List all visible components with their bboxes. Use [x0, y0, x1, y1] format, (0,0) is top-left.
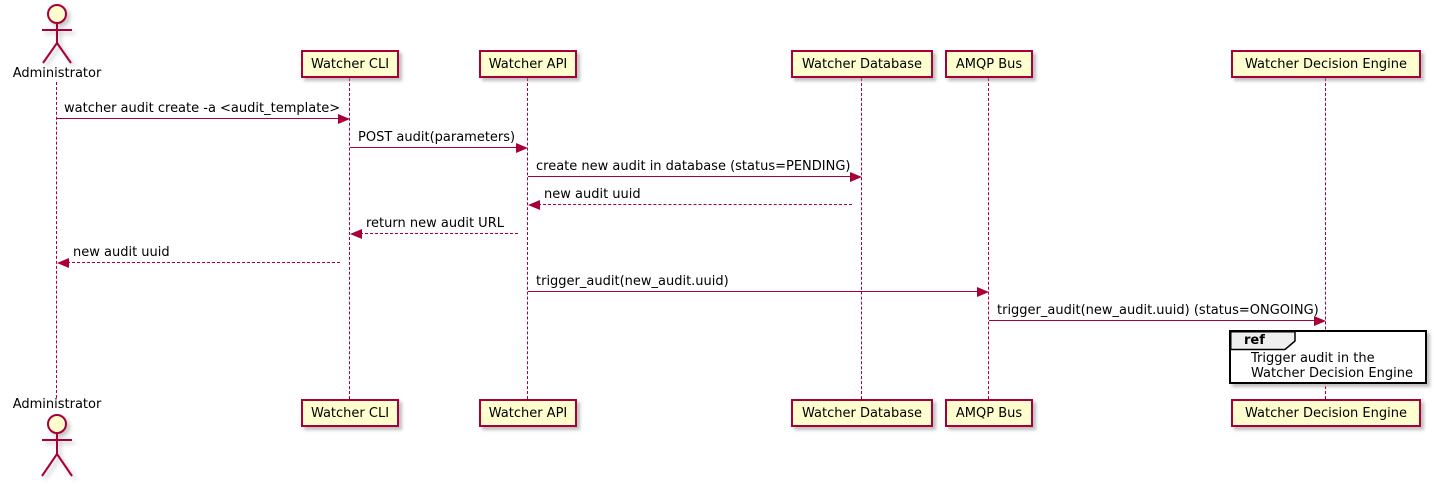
message-8-label: trigger_audit(new_audit.uuid) (status=ON… [997, 303, 1319, 318]
message-5-arrowhead-icon [350, 229, 362, 239]
ref-header-pentagon-icon [1230, 331, 1296, 351]
message-3-label: create new audit in database (status=PEN… [536, 159, 851, 174]
ref-keyword: ref [1244, 333, 1265, 348]
participant-label: AMQP Bus [955, 56, 1023, 72]
message-7-arrowhead-icon [977, 287, 989, 297]
participant-label: Watcher Decision Engine [1245, 405, 1407, 421]
participant-label: Watcher API [488, 56, 568, 72]
actor-label-administrator-bottom: Administrator [12, 397, 102, 412]
message-8-line [989, 320, 1316, 321]
message-2-label: POST audit(parameters) [358, 130, 516, 145]
participant-label: Watcher Decision Engine [1245, 56, 1407, 72]
participant-watcher-api-bottom: Watcher API [479, 399, 577, 427]
participant-label: Watcher CLI [310, 405, 390, 421]
lifeline-watcher-cli [349, 78, 350, 399]
message-1-line [57, 118, 340, 119]
message-5-line [360, 233, 518, 234]
message-2-line [350, 147, 518, 148]
participant-watcher-cli-top: Watcher CLI [301, 50, 399, 78]
participant-amqp-bus-bottom: AMQP Bus [945, 399, 1033, 427]
ref-line-1: Trigger audit in the [1251, 351, 1375, 366]
message-6-label: new audit uuid [73, 245, 170, 260]
lifeline-watcher-database [861, 78, 862, 399]
lifeline-amqp-bus [988, 78, 989, 399]
message-3-arrowhead-icon [850, 172, 862, 182]
message-4-label: new audit uuid [544, 187, 641, 202]
participant-watcher-api-top: Watcher API [479, 50, 577, 78]
participant-label: AMQP Bus [955, 405, 1023, 421]
message-7-label: trigger_audit(new_audit.uuid) [536, 274, 729, 289]
participant-label: Watcher Database [802, 405, 922, 421]
actor-icon [42, 4, 72, 64]
message-5-label: return new audit URL [366, 216, 504, 231]
message-6-line [67, 262, 340, 263]
message-3-line [528, 176, 852, 177]
lifeline-administrator [56, 82, 57, 398]
message-8-arrowhead-icon [1314, 316, 1326, 326]
participant-watcher-decision-engine-bottom: Watcher Decision Engine [1231, 399, 1421, 427]
ref-frame: ref Trigger audit in the Watcher Decisio… [1229, 330, 1427, 384]
message-7-line [528, 291, 979, 292]
participant-label: Watcher Database [802, 56, 922, 72]
ref-line-2: Watcher Decision Engine [1251, 366, 1413, 381]
participant-label: Watcher CLI [310, 56, 390, 72]
message-4-arrowhead-icon [528, 200, 540, 210]
message-1-label: watcher audit create -a <audit_template> [64, 101, 341, 116]
actor-icon [41, 414, 73, 477]
participant-watcher-decision-engine-top: Watcher Decision Engine [1231, 50, 1421, 78]
participant-label: Watcher API [488, 405, 568, 421]
actor-label-administrator-top: Administrator [12, 66, 102, 81]
message-1-arrowhead-icon [338, 114, 350, 124]
lifeline-watcher-decision-engine [1325, 78, 1326, 399]
participant-watcher-database-bottom: Watcher Database [791, 399, 933, 427]
lifeline-watcher-api [527, 78, 528, 399]
participant-watcher-database-top: Watcher Database [791, 50, 933, 78]
participant-watcher-cli-bottom: Watcher CLI [301, 399, 399, 427]
message-2-arrowhead-icon [516, 143, 528, 153]
message-6-arrowhead-icon [57, 258, 69, 268]
participant-amqp-bus-top: AMQP Bus [945, 50, 1033, 78]
message-4-line [538, 204, 852, 205]
